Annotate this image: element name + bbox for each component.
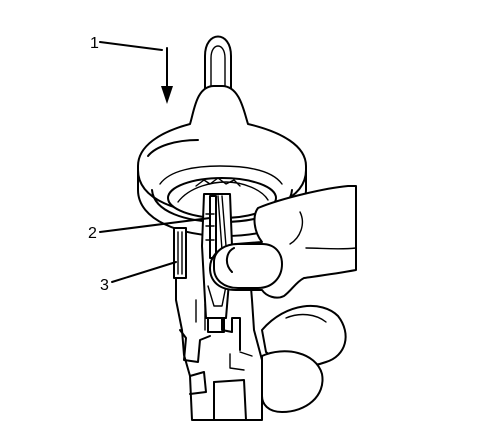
callout-3: 3 xyxy=(100,277,109,294)
callout-leaders xyxy=(99,41,211,283)
tool-cap xyxy=(137,85,307,237)
hand-fingers xyxy=(209,185,357,299)
callout-1: 1 xyxy=(90,35,99,52)
hand-knuckles xyxy=(261,304,347,413)
arrow-down-icon xyxy=(161,47,173,104)
callout-2: 2 xyxy=(88,225,97,242)
terminal-lock-tab xyxy=(173,227,187,279)
